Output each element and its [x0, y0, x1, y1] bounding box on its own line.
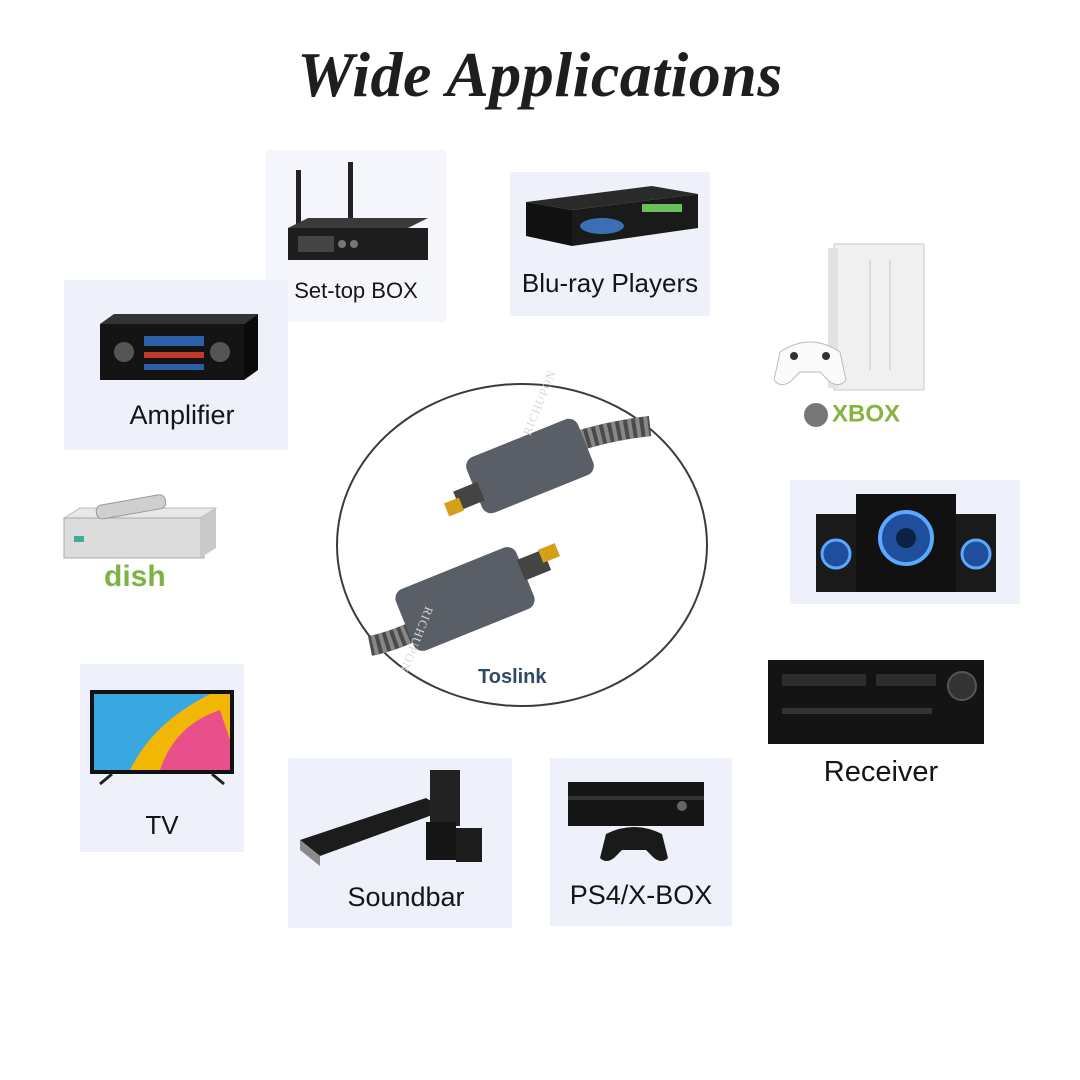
tv-card: TV [80, 664, 244, 852]
dish-logo: dish [104, 560, 166, 593]
amplifier-label: Amplifier [129, 400, 235, 430]
xbox-logo: XBOX [804, 400, 900, 429]
blu-ray-label: Blu-ray Players [521, 268, 699, 298]
tv-image [90, 690, 234, 786]
soundbar-label: Soundbar [347, 882, 465, 912]
dish-card: dish [60, 492, 230, 602]
toslink-cable-image [360, 396, 660, 656]
receiver-card: Receiver [766, 656, 996, 796]
xbox-sphere-icon [804, 402, 828, 427]
speakers-image [816, 494, 996, 594]
xbox-card: XBOX [770, 240, 930, 440]
set-top-box-card: Set-top BOX [266, 150, 446, 322]
ps4-label: PS4/X-BOX [569, 880, 713, 910]
soundbar-card: Soundbar [288, 758, 512, 928]
dish-receiver-image [60, 492, 220, 562]
receiver-label: Receiver [823, 756, 939, 788]
ps4-image [562, 776, 712, 866]
amplifier-card: Amplifier [64, 280, 288, 450]
receiver-image [766, 656, 986, 746]
blu-ray-card: Blu-ray Players [510, 172, 710, 316]
amplifier-image [94, 306, 264, 386]
speakers-card [790, 480, 1020, 604]
page-title: Wide Applications [297, 39, 783, 110]
xbox-image [770, 240, 930, 400]
set-top-box-label: Set-top BOX [294, 278, 418, 303]
toslink-caption: Toslink [478, 666, 547, 688]
set-top-box-image [278, 160, 438, 270]
soundbar-image [296, 768, 496, 868]
ps4-card: PS4/X-BOX [550, 758, 732, 926]
tv-label: TV [145, 810, 179, 840]
blu-ray-image [522, 176, 702, 252]
